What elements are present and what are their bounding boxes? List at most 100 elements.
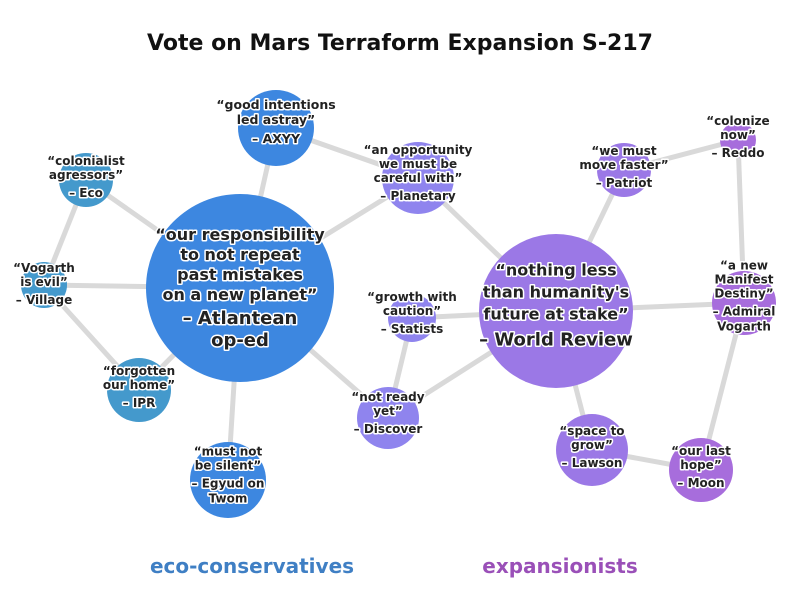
quote-line: “nothing less [495, 261, 616, 280]
quote-line: we must be [379, 157, 457, 171]
source-lawson: – Lawson [562, 456, 623, 470]
source-moon: – Moon [677, 476, 724, 490]
source-axyy: – AXYY [252, 131, 301, 146]
quote-line: “colonize [706, 114, 769, 128]
source-line: – Planetary [380, 189, 456, 203]
quote-line: on a new planet” [162, 285, 317, 304]
quote-line: is evil” [20, 275, 68, 289]
quote-line: “our responsibility [155, 225, 325, 244]
node-circle-patriot [597, 143, 651, 197]
source-statists: – Statists [381, 322, 444, 336]
quote-line: “growth with [367, 290, 457, 304]
node-circle-moon [669, 438, 733, 502]
source-line: – Eco [69, 186, 103, 200]
quote-line: move faster” [579, 158, 668, 172]
quote-line: be silent” [195, 459, 262, 473]
source-discover: – Discover [354, 422, 423, 436]
node-circle-ipr [107, 358, 171, 422]
diagram-title: Vote on Mars Terraform Expansion S-217 [147, 31, 653, 56]
quote-line: “an opportunity [364, 143, 473, 157]
quote-line: “not ready [351, 390, 424, 404]
quote-line: “colonialist [47, 154, 125, 168]
node-circle-axyy [238, 90, 314, 166]
node-circle-lawson [556, 414, 628, 486]
source-line: – Reddo [712, 146, 765, 160]
quote-line: “space to [559, 424, 624, 438]
source-line: – AXYY [252, 131, 301, 146]
legend-eco-conservatives: eco-conservatives [150, 554, 354, 578]
node-circle-admiral [712, 271, 776, 335]
source-line: Twom [209, 492, 248, 506]
quote-line: careful with” [374, 171, 463, 185]
source-line: – Egyud on [192, 477, 265, 491]
source-patriot: – Patriot [596, 176, 653, 190]
quote-line: Destiny” [714, 287, 773, 301]
quote-line: hope” [680, 458, 721, 472]
node-circle-discover [357, 387, 419, 449]
source-line: – Admiral [713, 305, 776, 319]
node-circle-eco [59, 153, 113, 207]
quote-line: than humanity's [483, 283, 629, 302]
node-circle-statists [388, 294, 436, 342]
node-circle-egyud [190, 442, 266, 518]
quote-line: past mistakes [177, 265, 303, 284]
quote-line: agressors” [49, 168, 123, 182]
quote-line: yet” [373, 404, 403, 418]
quote-line: grow” [571, 438, 613, 452]
source-world: – World Review [479, 330, 633, 351]
source-village: – Village [16, 293, 72, 307]
node-circle-atlantean [146, 194, 334, 382]
quote-line: “good intentions [216, 97, 335, 112]
source-line: – Moon [677, 476, 724, 490]
source-reddo: – Reddo [712, 146, 765, 160]
quote-line: “we must [591, 144, 656, 158]
source-line: – World Review [479, 330, 633, 351]
source-line: – Patriot [596, 176, 653, 190]
quote-line: “forgotten [103, 364, 175, 378]
quote-line: “our last [671, 444, 731, 458]
legend-expansionists: expansionists [482, 554, 637, 578]
quote-line: to not repeat [180, 245, 300, 264]
quote-line: Manifest [715, 273, 774, 287]
node-circle-village [21, 262, 67, 308]
quote-line: now” [720, 128, 756, 142]
quote-line: “must not [194, 445, 263, 459]
quote-line: “a new [720, 259, 768, 273]
node-circle-world [479, 234, 633, 388]
node-circle-reddo [720, 122, 756, 158]
quote-line: “Vogarth [13, 261, 75, 275]
